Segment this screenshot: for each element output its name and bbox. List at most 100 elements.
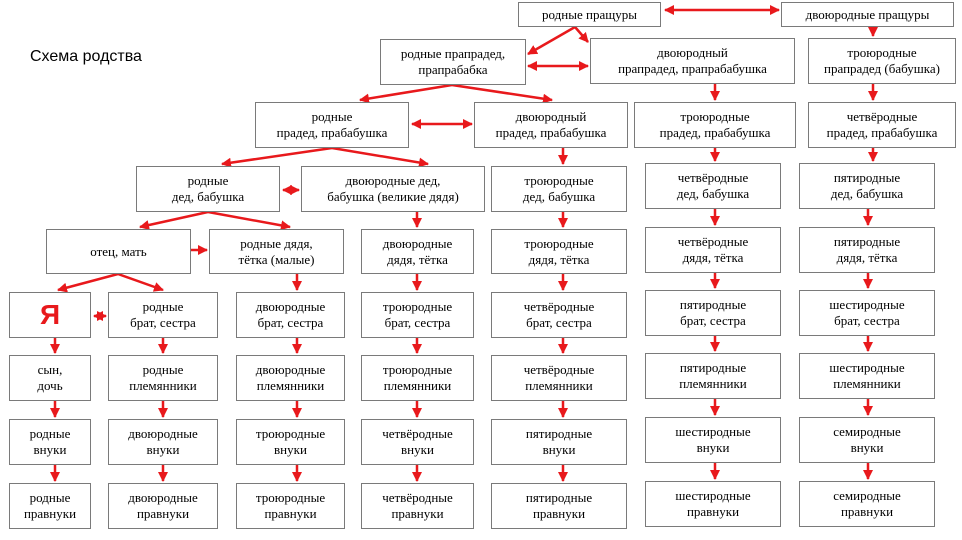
node-text-line: прапрабабка: [418, 62, 488, 77]
node-text: сын,дочь: [37, 362, 62, 394]
node-text-line: родные: [311, 109, 353, 124]
node-text-line: брат, сестра: [680, 313, 746, 328]
node-text-line: внуки: [33, 442, 67, 457]
node-text-line: отец, мать: [90, 243, 147, 259]
node-text: родные прапрадед,прапрабабка: [401, 46, 505, 78]
node-text-line: прапрадед, прапрабабушка: [618, 61, 767, 76]
node-text-line: внуки: [542, 442, 576, 457]
node-otec-mat: отец, мать: [46, 229, 191, 274]
node-text: двоюродные дед,бабушка (великие дядя): [327, 173, 459, 205]
arrow: [57, 272, 119, 293]
node-text-line: четвёродные: [382, 426, 453, 441]
arrow: [207, 210, 291, 231]
node-rodnye-prashchury: родные пращуры: [518, 2, 661, 27]
node-text-line: дед, бабушка: [676, 186, 750, 201]
node-text-line: пятиродные: [679, 297, 747, 312]
node-text-line: тётка (малые): [238, 251, 315, 267]
node-text-line: правнуки: [840, 504, 894, 519]
node-text-line: семиродные: [833, 424, 901, 439]
node-text: родные дядя,тётка (малые): [239, 236, 315, 268]
node-text-line: пятиродные: [833, 234, 901, 249]
node-text-line: бабушка (великие дядя): [327, 189, 459, 204]
arrow: [117, 272, 164, 292]
node-text-line: прадед, прабабушка: [659, 125, 771, 140]
node-text-line: двоюродные пращуры: [805, 6, 930, 22]
node-text-line: троюродные: [382, 299, 453, 314]
node-text-line: четвёродные: [382, 490, 453, 505]
node-text-line: внуки: [696, 440, 730, 455]
node-text-line: троюродные: [255, 426, 326, 441]
node-text-line: троюродные: [680, 109, 750, 124]
node-text-line: правнуки: [686, 504, 740, 519]
node-text-line: шестиродные: [675, 424, 751, 439]
node-text-line: дед, бабушка: [171, 189, 245, 204]
node-text-line: сын,: [37, 362, 63, 377]
node-text-line: четвёродные: [846, 109, 918, 124]
node-text-line: племянники: [833, 376, 901, 391]
bent-arrow: [574, 26, 589, 43]
node-text-line: дядя, тётка: [387, 251, 448, 267]
node-text-line: двоюродные: [255, 299, 326, 314]
node-text-line: правнуки: [391, 506, 444, 521]
node-text-line: брат, сестра: [834, 313, 900, 328]
arrow-group: [50, 5, 878, 482]
node-text-line: пятиродные: [833, 170, 901, 185]
node-text-line: племянники: [525, 378, 593, 393]
node-text-line: брат, сестра: [526, 315, 592, 330]
arrow: [527, 25, 576, 56]
node-text-line: прадед, прабабушка: [826, 125, 938, 140]
node-text-line: родные пращуры: [542, 6, 637, 22]
node-text-line: правнуки: [532, 506, 586, 521]
node-text-line: шестиродные: [829, 297, 905, 312]
diagram-title: Схема родства: [30, 48, 142, 65]
node-text-line: родные дядя,: [240, 235, 313, 251]
node-dvoyurodnye-ded: двоюродные дед,бабушка (великие дядя): [301, 166, 485, 212]
node-text-line: шестиродные: [829, 360, 905, 375]
node-text-line: прапрадед (бабушка): [824, 61, 940, 76]
